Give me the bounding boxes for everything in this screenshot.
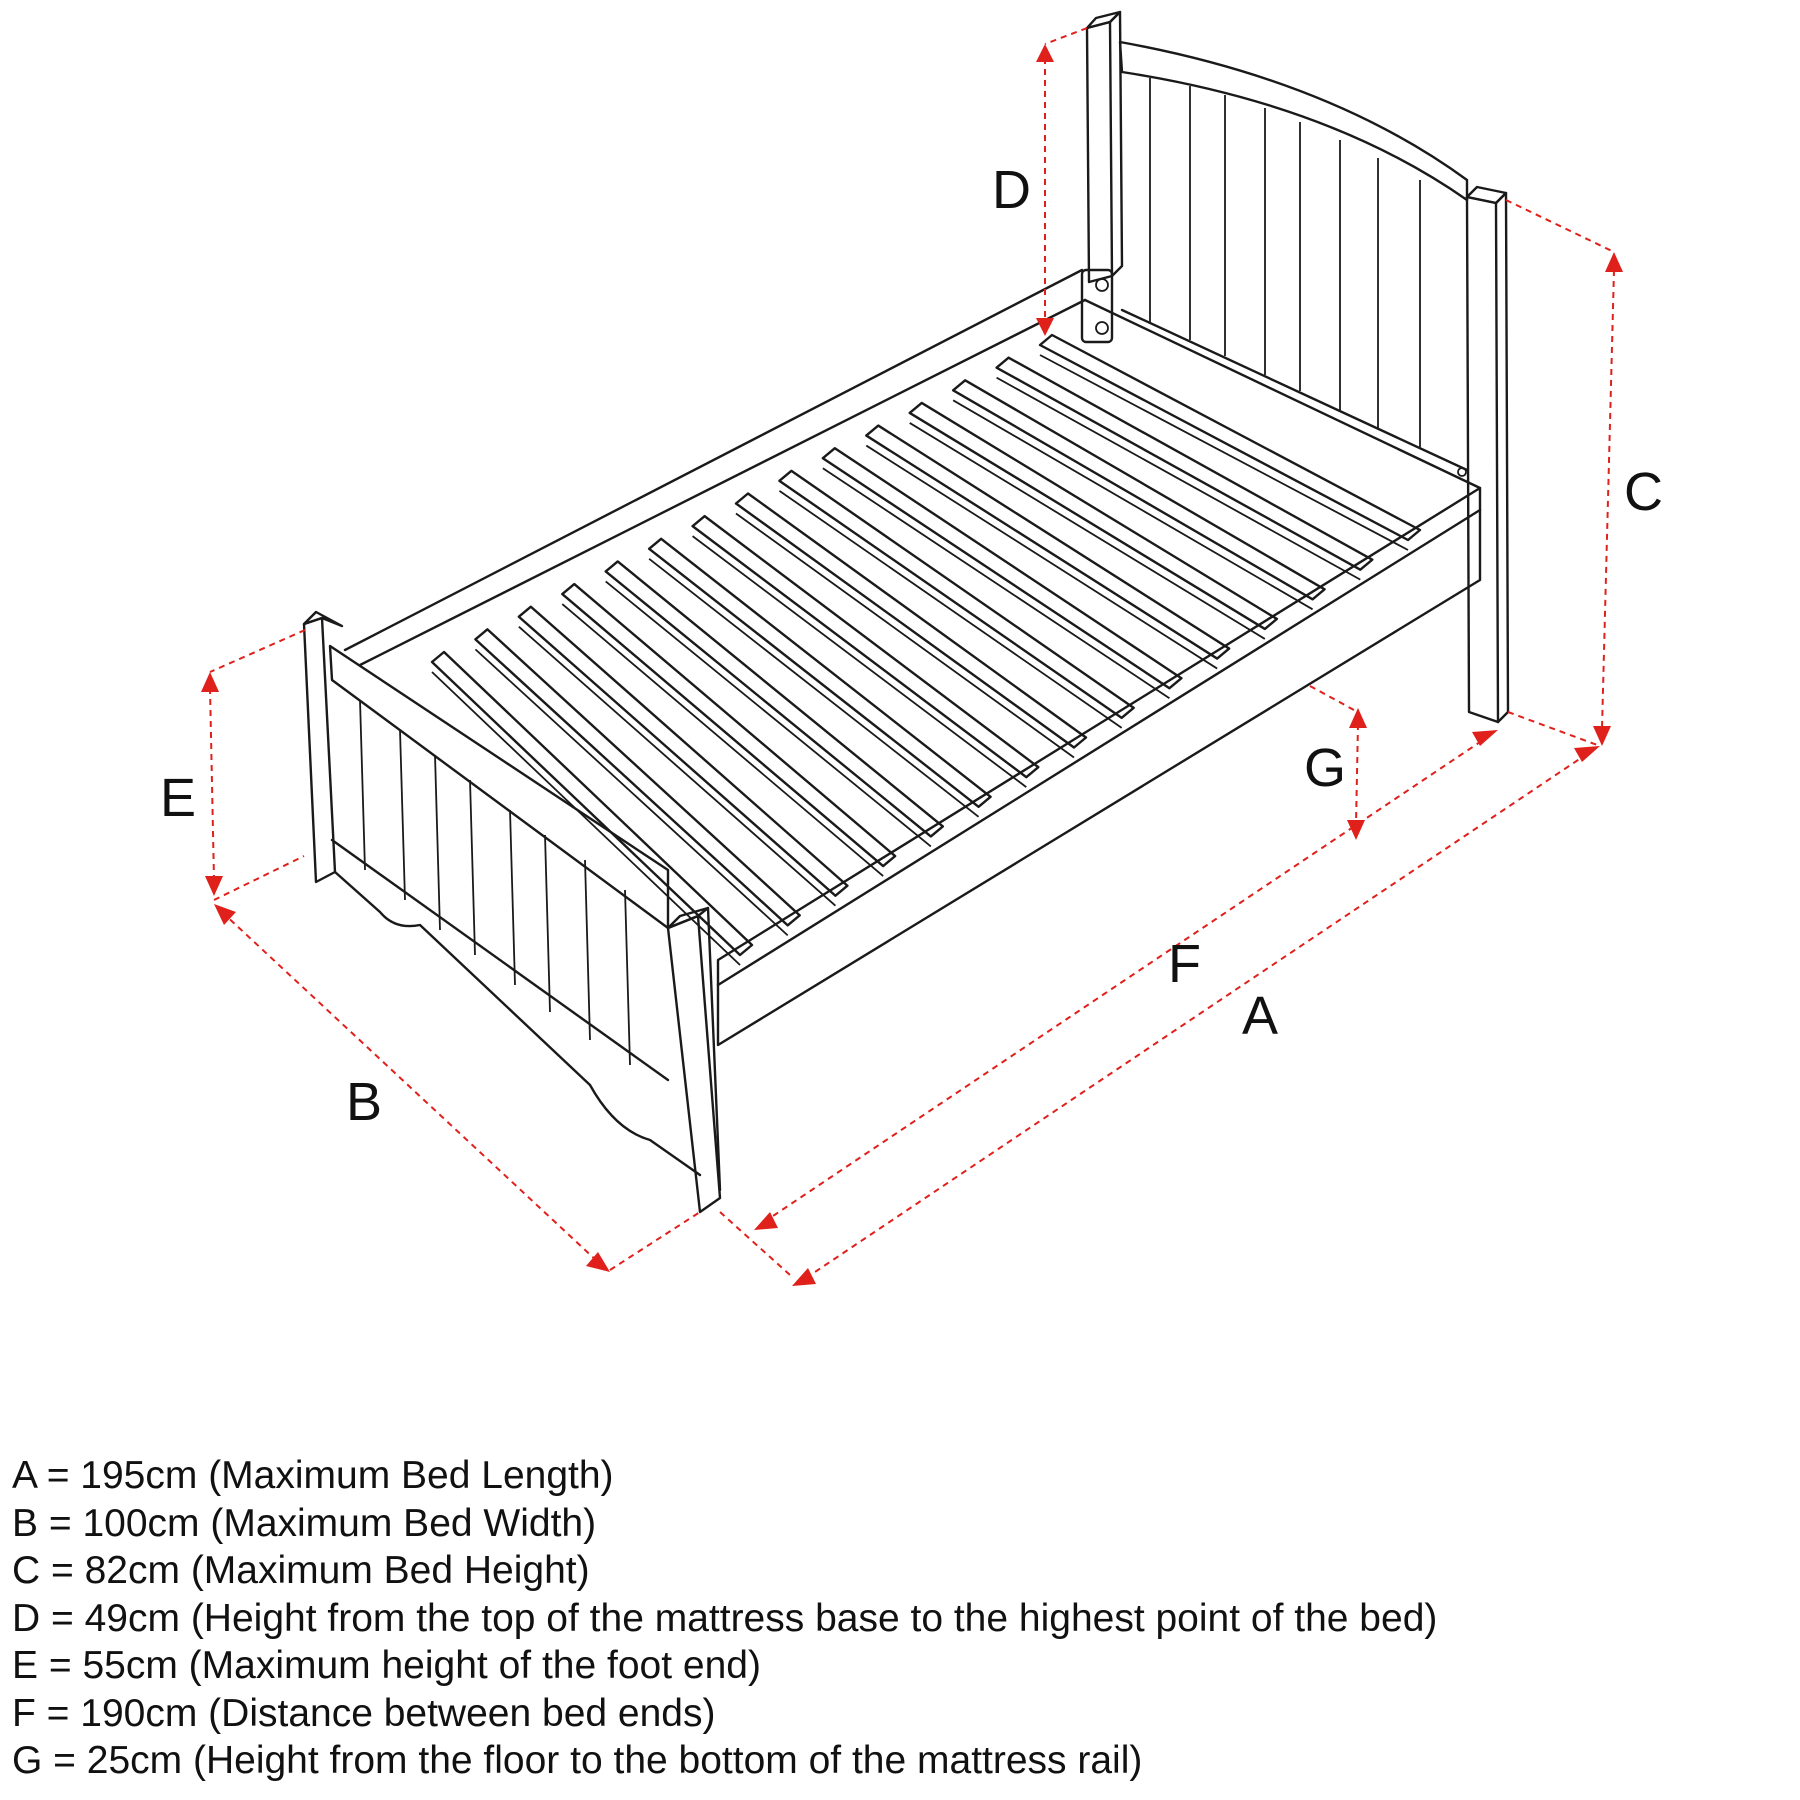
mattress-slat-edge: [561, 603, 884, 877]
headboard-right-post: [1465, 195, 1500, 724]
dimension-label-f: F: [1168, 934, 1201, 994]
mattress-slat-edge: [735, 512, 1075, 759]
headboard-left-post-top: [1085, 10, 1122, 30]
legend-row-c: C = 82cm (Maximum Bed Height): [12, 1549, 590, 1592]
dimension-label-b: B: [346, 1072, 382, 1132]
mattress-slat: [691, 514, 1040, 779]
dimension-label-e: E: [160, 768, 196, 828]
mattress-slat: [821, 447, 1183, 690]
mattress-slat-edge: [822, 467, 1170, 699]
back-side-rail: [343, 268, 1084, 652]
mattress-slat: [778, 469, 1135, 720]
mattress-slat: [430, 650, 754, 957]
dimension-label-c: C: [1624, 462, 1663, 522]
mattress-slat-edge: [996, 376, 1361, 581]
legend-row-g: G = 25cm (Height from the floor to the b…: [12, 1739, 1143, 1782]
footboard-top-rail: [328, 644, 670, 930]
bolt-bracket: [1080, 268, 1114, 344]
mattress-slat-edge: [474, 648, 789, 937]
mattress-slat-edge: [1039, 354, 1409, 551]
headboard: [1080, 10, 1510, 724]
mattress-slat: [995, 356, 1374, 571]
dimension-label-g: G: [1304, 738, 1346, 798]
dimension-label-a: A: [1242, 986, 1278, 1046]
bed-dimension-diagram: D C E G F A B: [160, 10, 1663, 1286]
mattress-slat-edge: [605, 580, 932, 848]
footboard-left-post-top: [302, 610, 344, 628]
mattress-slat: [951, 379, 1326, 601]
legend-row-d: D = 49cm (Height from the top of the mat…: [12, 1596, 1438, 1640]
legend-row-e: E = 55cm (Maximum height of the foot end…: [12, 1644, 761, 1687]
mattress-slat: [734, 492, 1088, 749]
mattress-slat: [908, 401, 1279, 631]
mattress-slat-edge: [952, 399, 1314, 611]
headboard-left-post: [1085, 20, 1114, 284]
side-rails: [343, 268, 1482, 1047]
legend-row-b: B = 100cm (Maximum Bed Width): [12, 1501, 597, 1545]
dimension-lines: [201, 27, 1623, 1286]
mattress-slat: [604, 560, 945, 838]
footboard-right-post: [666, 914, 722, 1214]
dimension-label-d: D: [992, 160, 1031, 220]
headboard-right-post-top: [1465, 185, 1508, 205]
mattress-slat: [474, 628, 801, 927]
mattress-slat-edge: [865, 444, 1218, 670]
footboard-bottom-rail: [330, 838, 702, 1177]
legend-row-a: A = 195cm (Maximum Bed Length): [12, 1454, 614, 1497]
mattress-slat: [865, 424, 1231, 660]
mattress-slats: [430, 333, 1422, 966]
footboard: [302, 610, 722, 1214]
mattress-slat-edge: [431, 671, 741, 966]
mattress-slat: [647, 537, 992, 808]
legend-row-f: F = 190cm (Distance between bed ends): [12, 1691, 716, 1735]
footboard-slats: [359, 699, 631, 1066]
mattress-slat-edge: [518, 626, 837, 907]
mattress-slat-edge: [692, 535, 1027, 788]
mattress-slat: [517, 605, 849, 897]
mattress-slat: [561, 582, 897, 868]
mattress-slat-edge: [648, 558, 980, 818]
headboard-top-rail: [1118, 40, 1469, 202]
headboard-slats: [1149, 78, 1421, 447]
mattress-slat-edge: [778, 490, 1123, 729]
dimension-legend: A = 195cm (Maximum Bed Length) B = 100cm…: [12, 1452, 1792, 1785]
mattress-slat-edge: [909, 422, 1266, 640]
mattress-slat: [1038, 333, 1422, 542]
